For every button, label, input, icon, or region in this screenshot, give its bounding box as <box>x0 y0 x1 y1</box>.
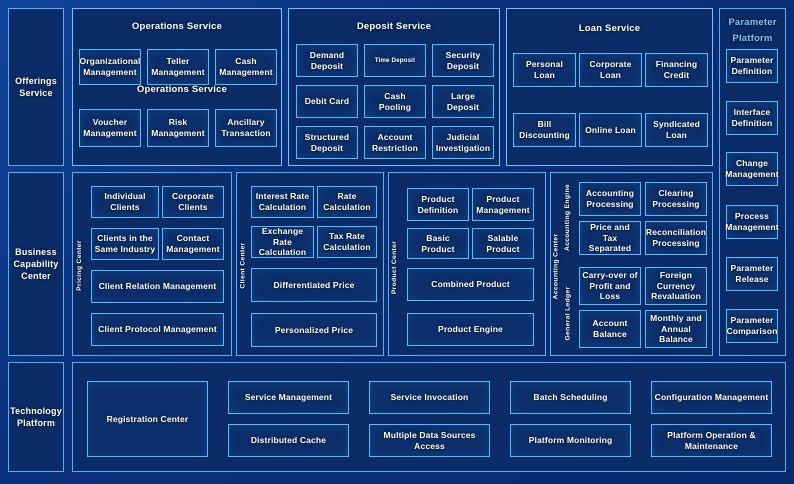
group-operations-service-duplicate-title: Operations Service <box>136 84 228 95</box>
cell-individual-clients[interactable]: Individual Clients <box>91 186 159 218</box>
cell-configuration-management[interactable]: Configuration Management <box>651 381 772 414</box>
cell-service-invocation[interactable]: Service Invocation <box>369 381 490 414</box>
cell-exchange-rate-calculation[interactable]: Exchange Rate Calculation <box>251 226 314 258</box>
cell-risk-management[interactable]: Risk Management <box>147 109 209 147</box>
cell-online-loan[interactable]: Online Loan <box>579 113 642 147</box>
cell-parameter-comparison[interactable]: Parameter Comparison <box>726 309 778 343</box>
cell-contact-management[interactable]: Contact Management <box>162 228 224 260</box>
layer-rail-business-capability-center[interactable]: Business Capability Center <box>8 172 64 356</box>
group-operations-service-title: Operations Service <box>131 21 223 32</box>
cell-product-management[interactable]: Product Management <box>472 188 534 221</box>
cell-clearing-processing[interactable]: Clearing Processing <box>645 182 707 216</box>
cell-batch-scheduling[interactable]: Batch Scheduling <box>510 381 631 414</box>
cell-rate-calculation[interactable]: Rate Calculation <box>317 186 377 218</box>
cell-client-relation-management[interactable]: Client Relation Management <box>91 270 224 303</box>
cell-syndicated-loan[interactable]: Syndicated Loan <box>645 113 708 147</box>
cell-product-definition[interactable]: Product Definition <box>407 188 469 221</box>
cell-service-management[interactable]: Service Management <box>228 381 349 414</box>
cell-platform-monitoring[interactable]: Platform Monitoring <box>510 424 631 457</box>
layer-rail-offerings-service-label: Offerings Service <box>15 75 57 98</box>
cell-time-deposit[interactable]: Time Deposit <box>364 44 426 77</box>
cell-debit-card[interactable]: Debit Card <box>296 85 358 118</box>
cell-tax-rate-calculation[interactable]: Tax Rate Calculation <box>317 226 377 258</box>
group-product-center-vertical-label: Product Center <box>391 240 399 294</box>
cell-registration-center[interactable]: Registration Center <box>87 381 208 457</box>
cell-basic-product[interactable]: Basic Product <box>407 228 469 259</box>
cell-account-balance[interactable]: Account Balance <box>579 310 641 348</box>
group-pricing-center-vertical-label: Client Center <box>239 241 247 289</box>
cell-large-deposit[interactable]: Large Deposit <box>432 85 494 118</box>
layer-rail-technology-platform-label: Technology Platform <box>10 405 62 428</box>
cell-interest-rate-calculation[interactable]: Interest Rate Calculation <box>251 186 314 218</box>
cell-salable-product[interactable]: Salable Product <box>472 228 534 259</box>
cell-distributed-cache[interactable]: Distributed Cache <box>228 424 349 457</box>
group-parameter-platform-title-line1: Parameter <box>728 17 777 28</box>
group-deposit-service[interactable]: Deposit Service Demand Deposit Time Depo… <box>288 8 500 166</box>
cell-clients-in-the-same-industry[interactable]: Clients in the Same Industry <box>91 228 159 260</box>
group-parameter-platform-title-line2: Platform <box>732 33 773 44</box>
cell-process-management[interactable]: Process Management <box>725 205 779 239</box>
cell-product-engine[interactable]: Product Engine <box>407 313 534 346</box>
group-parameter-platform[interactable]: Parameter Platform Parameter Definition … <box>719 8 786 356</box>
group-loan-service[interactable]: Loan Service Personal Loan Corporate Loa… <box>506 8 713 166</box>
group-accounting-center-vertical-label: Accounting Center <box>552 233 560 299</box>
layer-rail-business-capability-center-label: Business Capability Center <box>13 246 59 282</box>
cell-foreign-currency-revaluation[interactable]: Foreign Currency Revaluation <box>645 267 707 305</box>
group-client-center[interactable]: Pricing Center Individual Clients Corpor… <box>72 172 232 356</box>
cell-teller-management[interactable]: Teller Management <box>147 49 209 85</box>
cell-monthly-and-annual-balance[interactable]: Monthly and Annual Balance <box>645 310 707 348</box>
cell-organizational-management[interactable]: Organizational Management <box>79 49 141 85</box>
group-operations-service[interactable]: Operations Service Organizational Manage… <box>72 8 282 166</box>
cell-voucher-management[interactable]: Voucher Management <box>79 109 141 147</box>
group-technology-platform[interactable]: Registration Center Service Management D… <box>72 362 786 472</box>
cell-judicial-investigation[interactable]: Judicial Investigation <box>432 126 494 159</box>
cell-bill-discounting[interactable]: Bill Discounting <box>513 113 576 147</box>
cell-corporate-loan[interactable]: Corporate Loan <box>579 53 642 87</box>
cell-differentiated-price[interactable]: Differentiated Price <box>251 268 377 302</box>
group-pricing-center[interactable]: Client Center Interest Rate Calculation … <box>236 172 384 356</box>
cell-interface-definition[interactable]: Interface Definition <box>726 101 778 135</box>
cell-price-and-tax-separated[interactable]: Price and Tax Separated <box>579 221 641 255</box>
group-accounting-center[interactable]: Accounting Center Accounting Engine Gene… <box>550 172 713 356</box>
cell-reconciliation-processing[interactable]: Reconciliation Processing <box>645 221 707 255</box>
cell-structured-deposit[interactable]: Structured Deposit <box>296 126 358 159</box>
cell-parameter-release[interactable]: Parameter Release <box>726 257 778 291</box>
group-loan-service-title: Loan Service <box>578 23 641 34</box>
cell-security-deposit[interactable]: Security Deposit <box>432 44 494 77</box>
cell-account-restriction[interactable]: Account Restriction <box>364 126 426 159</box>
group-deposit-service-title: Deposit Service <box>356 21 432 32</box>
cell-financing-credit[interactable]: Financing Credit <box>645 53 708 87</box>
group-product-center[interactable]: Product Center Product Definition Produc… <box>388 172 546 356</box>
cell-parameter-definition[interactable]: Parameter Definition <box>726 49 778 83</box>
cell-personalized-price[interactable]: Personalized Price <box>251 313 377 347</box>
cell-combined-product[interactable]: Combined Product <box>407 268 534 301</box>
cell-carry-over-of-profit-and-loss[interactable]: Carry-over of Profit and Loss <box>579 267 641 305</box>
layer-rail-technology-platform[interactable]: Technology Platform <box>8 362 64 472</box>
cell-cash-management[interactable]: Cash Management <box>215 49 277 85</box>
cell-personal-loan[interactable]: Personal Loan <box>513 53 576 87</box>
cell-multiple-data-sources-access[interactable]: Multiple Data Sources Access <box>369 424 490 457</box>
cell-cash-pooling[interactable]: Cash Pooling <box>364 85 426 118</box>
cell-demand-deposit[interactable]: Demand Deposit <box>296 44 358 77</box>
cell-accounting-processing[interactable]: Accounting Processing <box>579 182 641 216</box>
cell-platform-operation-and-maintenance[interactable]: Platform Operation & Maintenance <box>651 424 772 457</box>
layer-rail-offerings-service[interactable]: Offerings Service <box>8 8 64 166</box>
cell-client-protocol-management[interactable]: Client Protocol Management <box>91 313 224 346</box>
cell-corporate-clients[interactable]: Corporate Clients <box>162 186 224 218</box>
cell-ancillary-transaction[interactable]: Ancillary Transaction <box>215 109 277 147</box>
group-client-center-vertical-label: Pricing Center <box>75 239 83 291</box>
group-accounting-engine-vertical-label: Accounting Engine <box>564 183 572 251</box>
cell-change-management[interactable]: Change Management <box>725 152 779 186</box>
group-general-ledger-vertical-label: General Ledger <box>564 285 572 341</box>
